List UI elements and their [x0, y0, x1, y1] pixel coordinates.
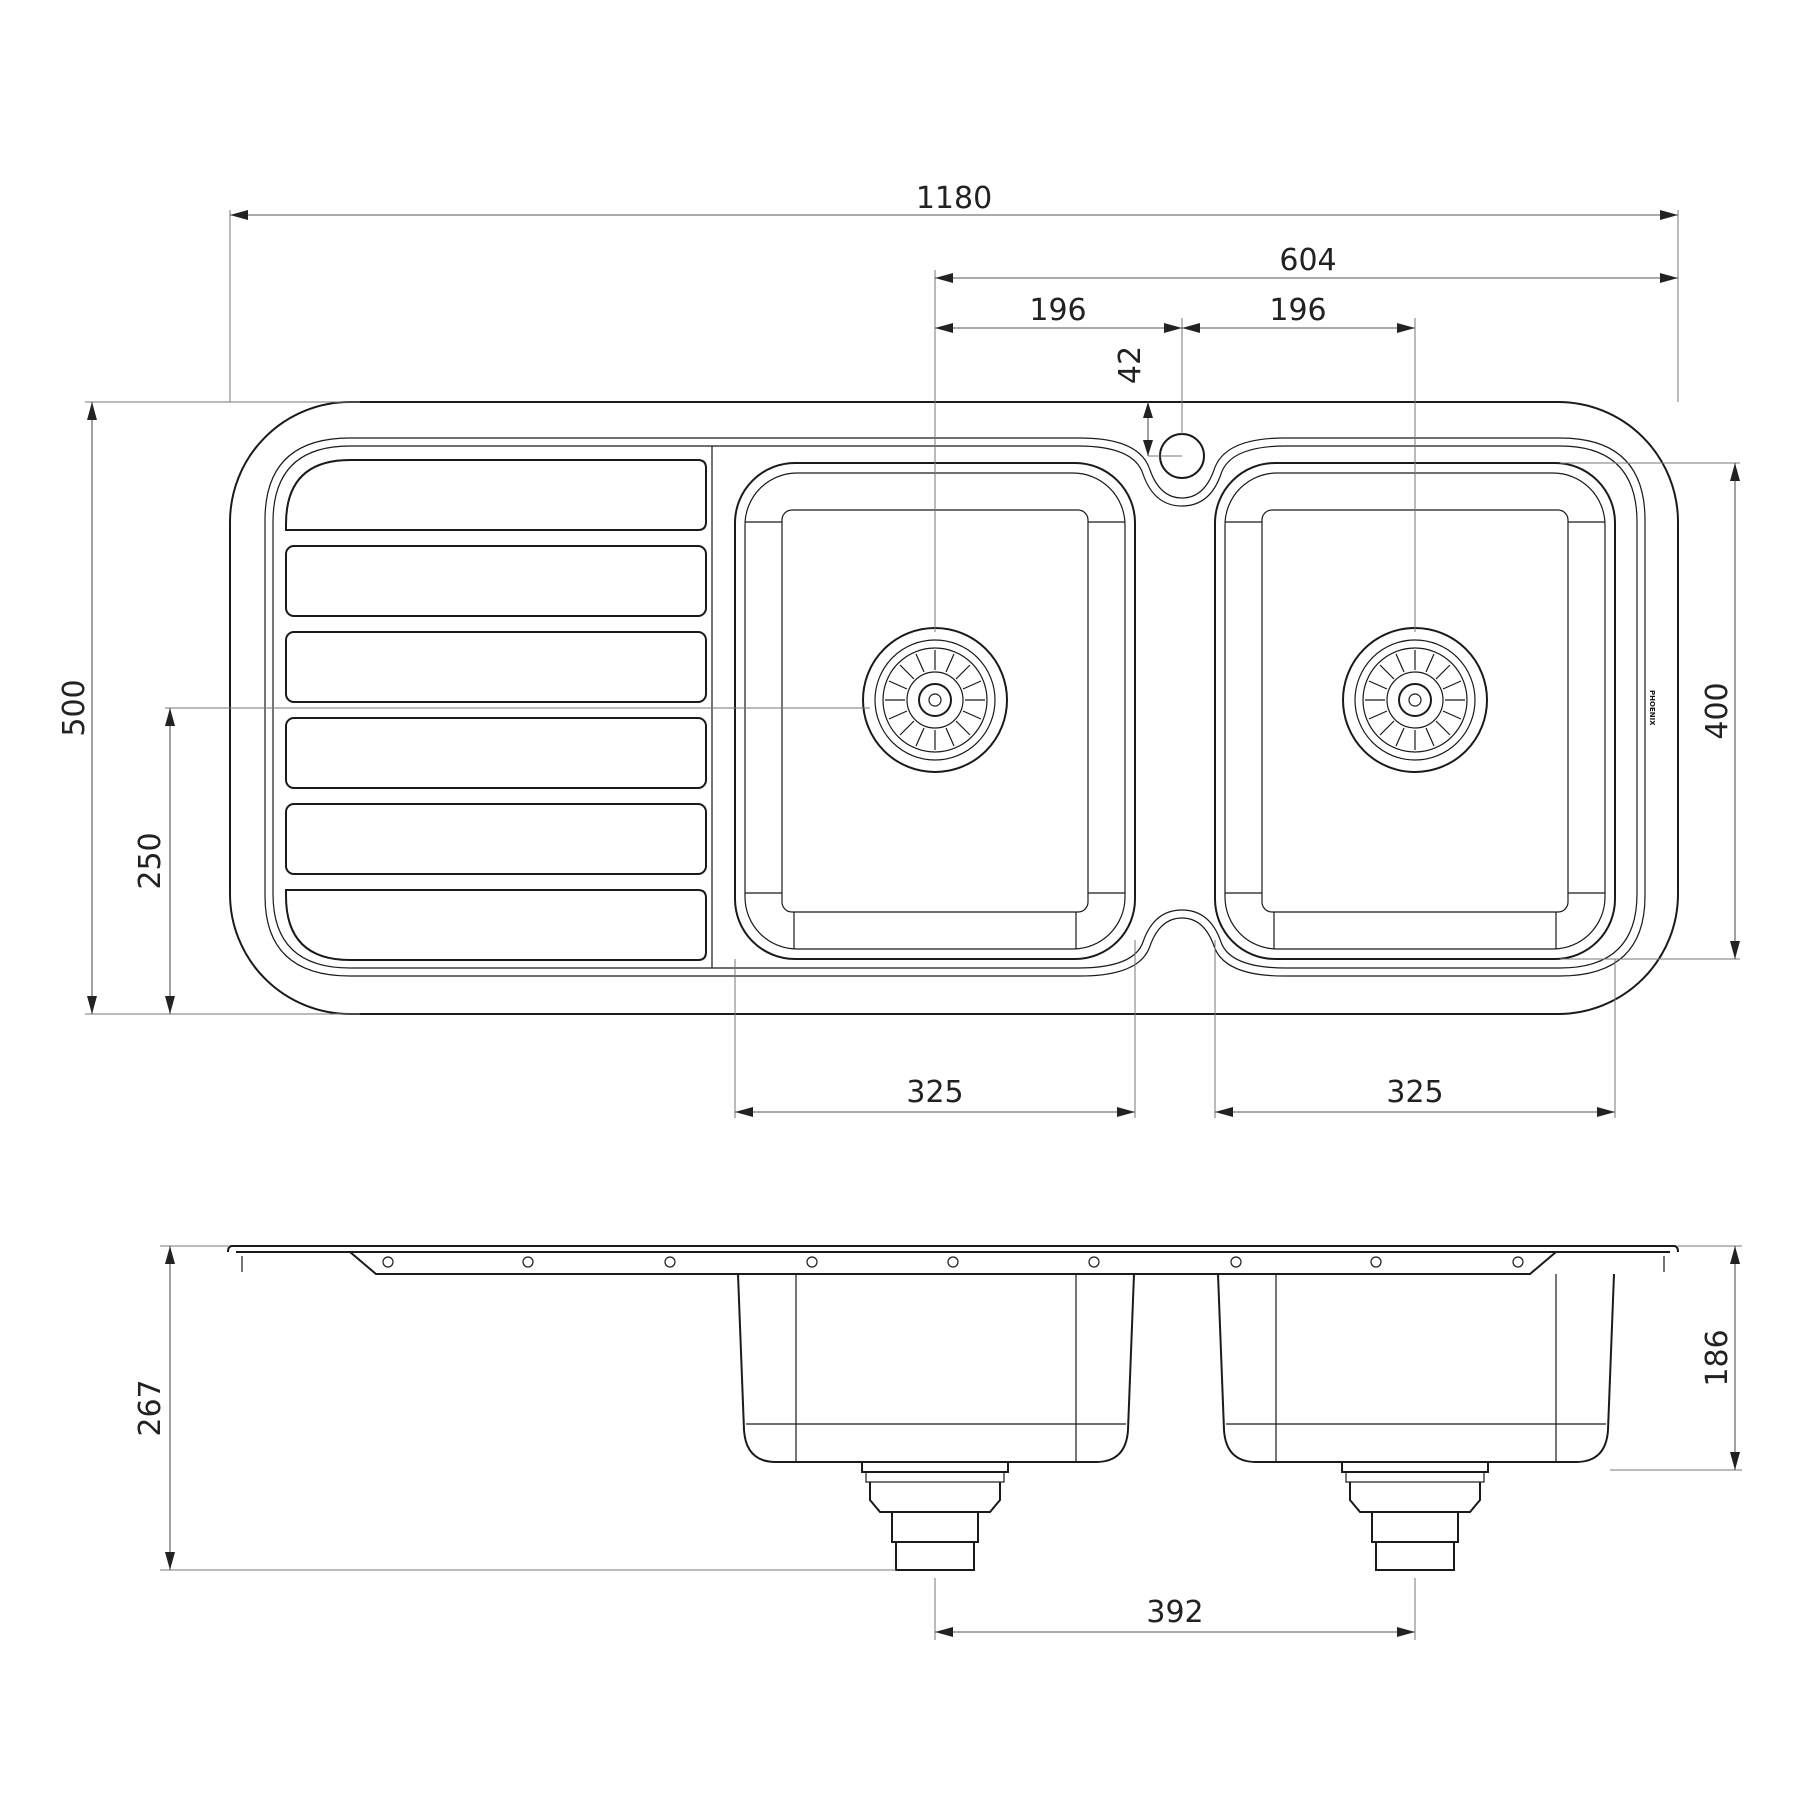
- dim-overall-depth: 500: [57, 679, 92, 736]
- mounting-hole: [1512, 1256, 1524, 1268]
- mounting-hole: [1088, 1256, 1100, 1268]
- drainer-groove: [285, 889, 707, 961]
- mounting-hole: [382, 1256, 394, 1268]
- dim-overall-height: 267: [133, 1379, 168, 1436]
- side-left-bowl: [737, 1273, 1135, 1463]
- dim-left-bowl-width: 325: [906, 1075, 963, 1110]
- dim-bowls-width: 604: [1279, 243, 1336, 278]
- side-deck: [227, 1245, 1679, 1253]
- right-waste-strainer: [1342, 627, 1488, 773]
- dim-overall-width: 1180: [916, 181, 992, 216]
- dim-waste-spacing: 392: [1146, 1595, 1203, 1630]
- mounting-hole: [806, 1256, 818, 1268]
- drainer-groove: [285, 631, 707, 703]
- dim-right-bowl-width: 325: [1386, 1075, 1443, 1110]
- mounting-hole: [1370, 1256, 1382, 1268]
- dim-bowl-depth: 186: [1700, 1329, 1735, 1386]
- mounting-hole: [664, 1256, 676, 1268]
- drainer-groove: [285, 545, 707, 617]
- top-view-dimensions: 1180 604 196 196 42 500: [57, 181, 1740, 1118]
- sink-inner-rim-2: [272, 445, 1638, 969]
- dim-bowl-length: 400: [1700, 682, 1735, 739]
- dim-waste-center: 250: [133, 832, 168, 889]
- dim-left-offset: 196: [1029, 293, 1086, 328]
- drainer-grooves: [285, 459, 707, 961]
- brand-mark: PHOENIX: [1648, 690, 1656, 726]
- side-view: [227, 1245, 1679, 1571]
- mounting-hole: [947, 1256, 959, 1268]
- dim-right-offset: 196: [1269, 293, 1326, 328]
- side-right-waste: [1341, 1461, 1489, 1571]
- sink-inner-rim: [264, 437, 1646, 977]
- side-view-dimensions: 267 186 392: [133, 1245, 1742, 1640]
- mounting-holes: [382, 1256, 1524, 1268]
- left-waste-strainer: [862, 627, 1008, 773]
- mounting-hole: [1230, 1256, 1242, 1268]
- drainer-groove: [285, 803, 707, 875]
- side-flange: [236, 1251, 1670, 1275]
- side-right-bowl: [1217, 1273, 1615, 1463]
- drainer-groove: [285, 459, 707, 531]
- mounting-hole: [522, 1256, 534, 1268]
- dim-tap-offset: 42: [1113, 346, 1148, 384]
- drainer-groove: [285, 717, 707, 789]
- side-left-waste: [861, 1461, 1009, 1571]
- side-drainer-flat: [349, 1251, 377, 1275]
